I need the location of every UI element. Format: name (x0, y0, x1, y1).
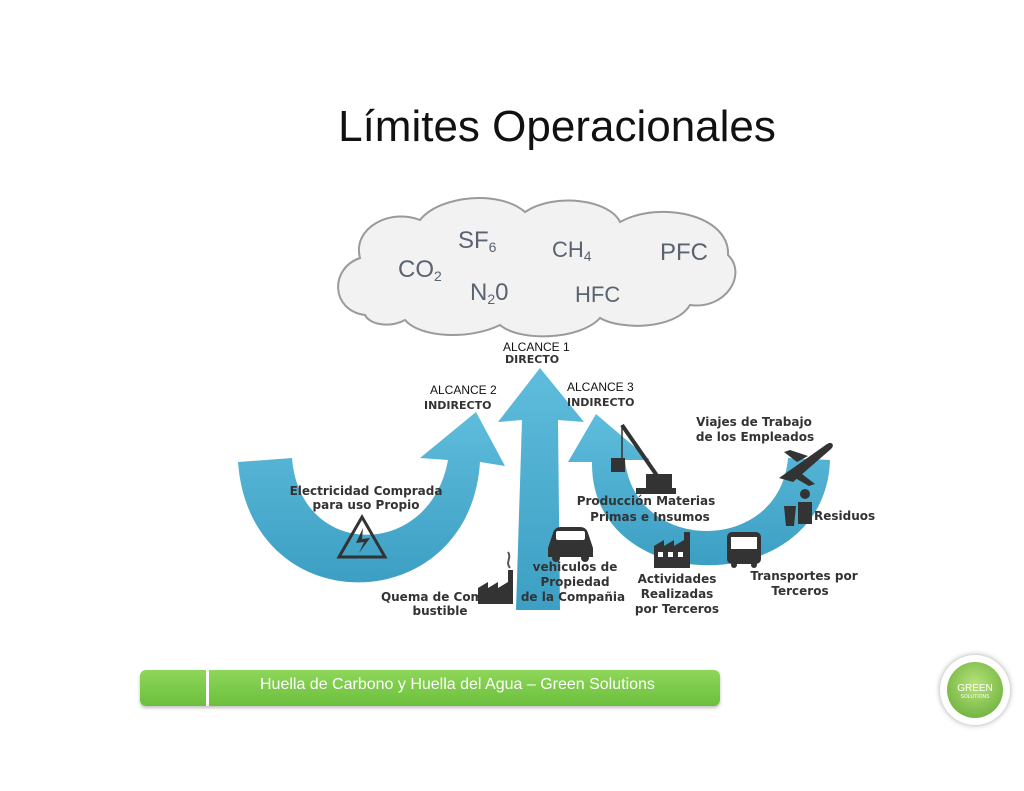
footer-divider (206, 670, 209, 706)
svg-text:N20: N20 (470, 279, 509, 307)
svg-text:Terceros: Terceros (771, 584, 828, 598)
svg-text:por Terceros: por Terceros (635, 602, 719, 616)
transport-label: Transportes por Terceros (750, 569, 857, 598)
factory-icon (478, 551, 513, 604)
svg-text:CO2: CO2 (398, 256, 442, 284)
scope3-type: INDIRECTO (567, 396, 634, 409)
green-solutions-logo: GREEN SOLUTIONS (940, 655, 1010, 725)
svg-text:CH4: CH4 (552, 237, 592, 264)
scope1-arrow (498, 368, 584, 610)
svg-text:Realizadas: Realizadas (641, 587, 714, 601)
gas-n2o: N20 (470, 279, 509, 307)
svg-text:Propiedad: Propiedad (540, 575, 609, 589)
svg-text:de los Empleados: de los Empleados (696, 430, 814, 444)
plant-icon (654, 532, 690, 568)
svg-text:vehiculos de: vehiculos de (533, 560, 618, 574)
svg-text:Actividades: Actividades (638, 572, 717, 586)
svg-text:Viajes de Trabajo: Viajes de Trabajo (696, 415, 812, 429)
waste-label: Residuos (814, 509, 875, 523)
trash-person-icon (784, 489, 812, 526)
svg-text:de la Compañia: de la Compañia (521, 590, 625, 604)
gas-co2: CO2 (398, 256, 442, 284)
footer-bar: Huella de Carbono y Huella del Agua – Gr… (140, 670, 720, 706)
scope3-label: ALCANCE 3 (567, 380, 634, 394)
svg-text:Transportes por: Transportes por (750, 569, 857, 583)
scope2-arrow (238, 412, 505, 583)
scope1-type: DIRECTO (505, 353, 559, 366)
gas-ch4: CH4 (552, 237, 592, 264)
cloud-icon (337, 197, 737, 338)
scope2-label: ALCANCE 2 (430, 383, 497, 397)
scope1-label: ALCANCE 1 (503, 340, 570, 354)
airplane-icon (779, 442, 833, 486)
car-icon (548, 527, 593, 562)
slide-title: Límites Operacionales (338, 102, 776, 151)
scope3-arrow (568, 414, 830, 566)
svg-text:para uso Propio: para uso Propio (313, 498, 420, 512)
combustion-label: Quema de Com bustible (381, 590, 483, 618)
travel-label: Viajes de Trabajo de los Empleados (696, 415, 814, 444)
svg-text:Producción Materias: Producción Materias (577, 494, 716, 508)
logo-text: GREEN SOLUTIONS (947, 684, 1003, 702)
logo-title: GREEN (957, 683, 993, 694)
gas-pfc: PFC (660, 239, 708, 266)
scope2-type: INDIRECTO (424, 399, 491, 412)
vehicles-label: vehiculos de Propiedad de la Compañia (521, 560, 625, 604)
high-voltage-icon (336, 513, 388, 559)
bus-icon (727, 532, 761, 568)
third-party-label: Actividades Realizadas por Terceros (635, 572, 719, 616)
electricity-label: Electricidad Comprada para uso Propio (290, 484, 443, 512)
gas-sf6: SF6 (458, 227, 497, 255)
svg-text:Quema de Com: Quema de Com (381, 590, 483, 604)
logo-subtitle: SOLUTIONS (960, 694, 990, 700)
svg-text:Primas e Insumos: Primas e Insumos (590, 510, 710, 524)
logo-badge: GREEN SOLUTIONS (947, 662, 1003, 718)
svg-text:SF6: SF6 (458, 227, 497, 255)
crane-icon (611, 423, 676, 494)
svg-text:bustible: bustible (413, 604, 468, 618)
footer-text: Huella de Carbono y Huella del Agua – Gr… (260, 676, 655, 693)
svg-text:Electricidad Comprada: Electricidad Comprada (290, 484, 443, 498)
gas-hfc: HFC (575, 282, 620, 307)
materials-label: Producción Materias Primas e Insumos (577, 494, 716, 524)
